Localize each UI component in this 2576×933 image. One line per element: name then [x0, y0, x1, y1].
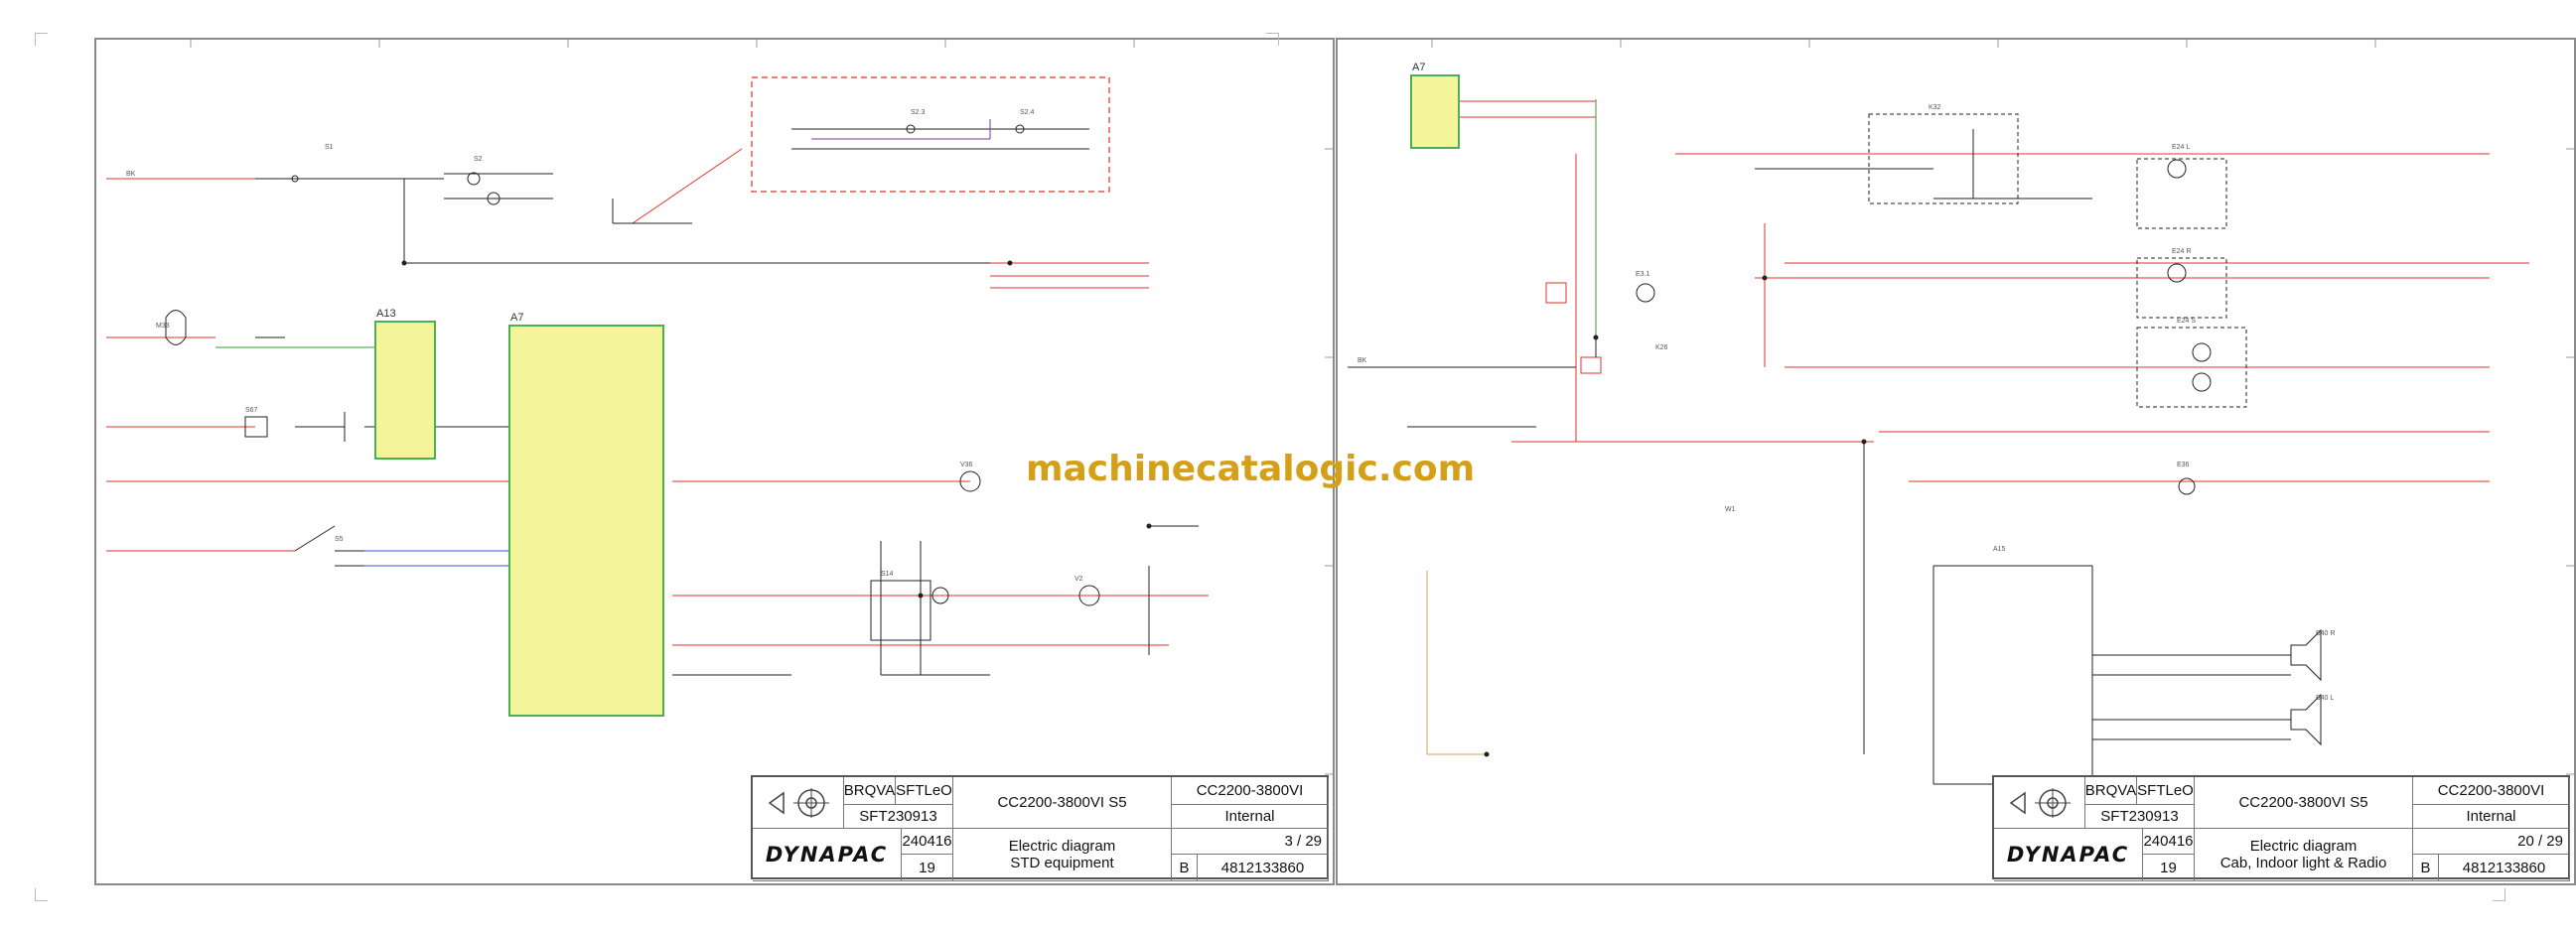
crop-mark — [35, 33, 48, 46]
approved-field: BRQVA — [844, 777, 896, 805]
part-number-field: 4812133860 — [2439, 855, 2570, 881]
drawing-title: Electric diagram STD equipment — [953, 829, 1172, 881]
revision-count-field: 19 — [2143, 855, 2195, 881]
component-a13 — [374, 321, 436, 460]
svg-text:K32: K32 — [1929, 104, 1941, 111]
svg-text:M33: M33 — [156, 323, 170, 330]
component-a7-right — [1410, 74, 1460, 149]
company-logo-text: DYNAPAC — [2006, 843, 2130, 866]
component-a7-right-label: A7 — [1412, 62, 1426, 73]
svg-text:A15: A15 — [1993, 546, 2006, 553]
date-field: 240416 — [2143, 829, 2195, 855]
dynapac-seal-icon — [2009, 787, 2071, 818]
company-logo: DYNAPAC — [1994, 829, 2143, 881]
drawing-title-line1: Electric diagram — [1008, 838, 1116, 855]
model-field: CC2200-3800VI — [2413, 777, 2570, 805]
drawing-title-line1: Electric diagram — [2249, 838, 2358, 855]
title-block-left: BRQVA SFTLeO SFT230913 CC2200-3800VI S5 … — [751, 775, 1329, 881]
svg-text:W1: W1 — [1725, 506, 1736, 513]
svg-text:B40 L: B40 L — [2316, 695, 2334, 702]
dynapac-seal-icon — [768, 787, 829, 818]
crop-mark — [1266, 33, 1279, 46]
svg-text:S67: S67 — [245, 407, 258, 414]
logo-seal — [1994, 777, 2085, 829]
machine-field: CC2200-3800VI S5 — [953, 777, 1172, 829]
svg-text:BK: BK — [1358, 357, 1367, 364]
revision-field: B — [1172, 855, 1198, 881]
svg-text:E24 L: E24 L — [2172, 144, 2190, 151]
svg-text:B40 R: B40 R — [2316, 630, 2335, 637]
drawing-title: Electric diagram Cab, Indoor light & Rad… — [2195, 829, 2413, 881]
drawing-title-line2: STD equipment — [1010, 855, 1114, 871]
page-number-field: 3 / 29 — [1172, 829, 1329, 855]
part-number-field: 4812133860 — [1198, 855, 1329, 881]
svg-text:K26: K26 — [1655, 344, 1668, 351]
company-logo-text: DYNAPAC — [765, 843, 889, 866]
component-a7-label: A7 — [510, 312, 524, 324]
designer-field: SFTLeO — [896, 777, 953, 805]
designer-field: SFTLeO — [2137, 777, 2195, 805]
drawing-title-line2: Cab, Indoor light & Radio — [2219, 855, 2387, 871]
company-logo: DYNAPAC — [753, 829, 902, 881]
svg-text:S5: S5 — [335, 536, 344, 543]
doc-number-field: SFT230913 — [844, 805, 953, 829]
svg-text:E3.1: E3.1 — [1636, 271, 1650, 278]
svg-text:V36: V36 — [960, 462, 973, 468]
svg-text:S2.4: S2.4 — [1020, 109, 1035, 116]
svg-text:S2.3: S2.3 — [911, 109, 926, 116]
approved-field: BRQVA — [2085, 777, 2137, 805]
classification-field: Internal — [2413, 805, 2570, 829]
classification-field: Internal — [1172, 805, 1329, 829]
svg-text:E24 R: E24 R — [2172, 248, 2191, 255]
doc-number-field: SFT230913 — [2085, 805, 2195, 829]
crop-mark — [35, 888, 48, 901]
svg-text:S2: S2 — [474, 156, 483, 163]
title-block-right: BRQVA SFTLeO SFT230913 CC2200-3800VI S5 … — [1992, 775, 2570, 881]
date-field: 240416 — [902, 829, 953, 855]
svg-text:E24 S: E24 S — [2177, 318, 2196, 325]
svg-text:S1: S1 — [325, 144, 334, 151]
svg-text:S14: S14 — [881, 571, 894, 578]
machine-field: CC2200-3800VI S5 — [2195, 777, 2413, 829]
page-number-field: 20 / 29 — [2413, 829, 2570, 855]
component-a13-label: A13 — [376, 308, 396, 320]
svg-text:V2: V2 — [1074, 576, 1083, 583]
crop-mark — [2493, 888, 2505, 901]
logo-seal — [753, 777, 844, 829]
component-a7 — [508, 325, 664, 717]
svg-text:E36: E36 — [2177, 462, 2190, 468]
model-field: CC2200-3800VI — [1172, 777, 1329, 805]
revision-field: B — [2413, 855, 2439, 881]
watermark-text: machinecatalogic.com — [1026, 449, 1476, 489]
revision-count-field: 19 — [902, 855, 953, 881]
svg-text:BK: BK — [126, 171, 136, 178]
